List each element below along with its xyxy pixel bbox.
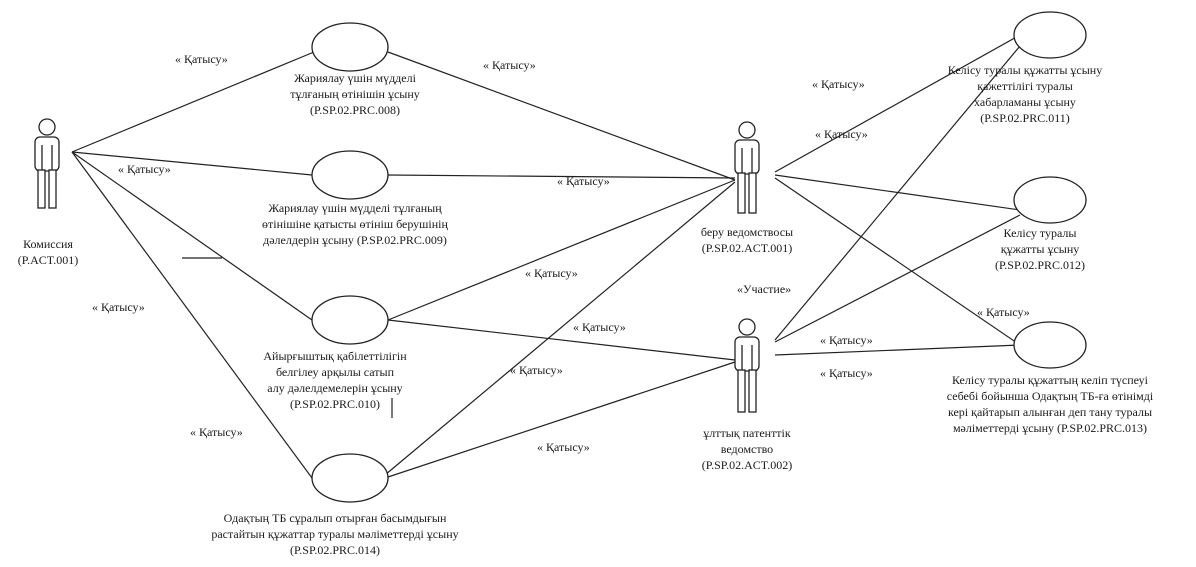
use-case-prc012-label: Келісу туралы құжатты ұсыну (P.SP.02.PRC… (975, 225, 1105, 273)
use-case-prc014-ellipse (311, 453, 389, 503)
assoc-national-prc011 (774, 39, 1026, 341)
assoc-commission-prc010 (71, 151, 313, 321)
prc008-code: (P.SP.02.PRC.008) (309, 103, 401, 117)
relation-label: « Қатысу» (812, 77, 865, 91)
actor-issuing-agency-name: беру ведомствосы (700, 225, 794, 239)
prc009-line1: Жариялау үшін мүдделі тұлғаның (268, 201, 442, 215)
assoc-issuing-prc013 (774, 177, 1021, 346)
use-case-prc010-ellipse (311, 295, 389, 345)
prc010-line3: алу дәлелдемелерін ұсыну (267, 381, 403, 395)
prc011-code: (P.SP.02.PRC.011) (980, 111, 1070, 125)
use-case-prc011-label: Келісу туралы құжатты ұсыну қажеттілігі … (930, 62, 1120, 126)
assoc-national-prc013 (774, 344, 1021, 356)
actor-issuing-agency-label: беру ведомствосы (P.SP.02.ACT.001) (688, 224, 806, 256)
prc012-code: (P.SP.02.PRC.012) (994, 258, 1086, 272)
relation-label: « Қатысу» (557, 174, 610, 188)
prc013-line4: мәліметтерді ұсыну (P.SP.02.PRC.013) (952, 421, 1148, 435)
prc011-line3: хабарламаны ұсыну (974, 95, 1076, 109)
actor-national-agency-name2: ведомство (720, 442, 774, 456)
actor-commission-name: Комиссия (23, 237, 73, 251)
use-case-prc013-label: Келісу туралы құжаттың келіп түспеуі себ… (915, 372, 1185, 436)
relation-label: « Қатысу» (573, 320, 626, 334)
relation-label: « Қатысу» (815, 127, 868, 141)
relation-label: « Қатысу» (118, 162, 171, 176)
relation-label: « Қатысу» (820, 366, 873, 380)
assoc-prc014-issuing (384, 181, 736, 476)
prc011-line2: қажеттілігі туралы (977, 79, 1073, 93)
assoc-commission-prc014 (71, 151, 313, 479)
prc013-line3: кері қайтарып алынған деп тану туралы (947, 405, 1153, 419)
assoc-prc010-issuing (387, 179, 736, 321)
actor-national-agency-label: ұлттық патенттік ведомство (P.SP.02.ACT.… (686, 425, 808, 473)
actor-issuing-agency-figure (734, 121, 760, 214)
assoc-commission-prc009 (71, 151, 313, 176)
actor-commission-figure (34, 118, 60, 209)
actor-issuing-agency-code: (P.SP.02.ACT.001) (701, 241, 793, 255)
relation-label: « Қатысу» (92, 300, 145, 314)
prc014-line2: растайтын құжаттар туралы мәліметтерді ұ… (211, 527, 459, 541)
assoc-commission-prc008 (71, 51, 315, 153)
use-case-prc014-label: Одақтың ТБ сұралып отырған басымдығын ра… (160, 510, 510, 558)
relation-label: « Қатысу» (820, 333, 873, 347)
assoc-prc008-issuing (387, 51, 736, 181)
prc014-code: (P.SP.02.PRC.014) (289, 543, 381, 557)
actor-national-agency-code: (P.SP.02.ACT.002) (701, 458, 793, 472)
assoc-prc014-national (384, 361, 736, 479)
participation-label: «Участие» (737, 282, 792, 296)
relation-label: « Қатысу» (510, 363, 563, 377)
prc012-line2: құжатты ұсыну (1000, 242, 1080, 256)
use-case-prc013-ellipse (1013, 321, 1087, 369)
prc008-line1: Жариялау үшін мүдделі (294, 71, 416, 85)
relation-label: « Қатысу» (190, 425, 243, 439)
prc009-line2: өтінішіне қатысты өтініш берушінің (262, 217, 448, 231)
use-case-prc009-ellipse (311, 150, 389, 200)
assoc-national-prc012 (774, 214, 1021, 343)
assoc-prc010-national (387, 319, 736, 361)
assoc-issuing-prc011 (774, 34, 1021, 173)
prc012-line1: Келісу туралы (1003, 226, 1077, 240)
assoc-prc009-issuing (387, 174, 736, 179)
prc008-line2: тұлғаның өтінішін ұсыну (290, 87, 420, 101)
use-case-prc009-label: Жариялау үшін мүдделі тұлғаның өтінішіне… (225, 200, 485, 248)
actor-commission-label: Комиссия (P.ACT.001) (10, 236, 86, 268)
relation-label: « Қатысу» (537, 440, 590, 454)
actor-national-agency-figure (734, 318, 760, 413)
relation-label: « Қатысу» (483, 58, 536, 72)
actor-commission-code: (P.ACT.001) (17, 253, 79, 267)
relation-label: « Қатысу» (525, 266, 578, 280)
relation-label: « Қатысу» (977, 305, 1030, 319)
prc013-line1: Келісу туралы құжаттың келіп түспеуі (952, 373, 1148, 387)
prc011-line1: Келісу туралы құжатты ұсыну (947, 63, 1103, 77)
prc013-line2: себебі бойынша Одақтың ТБ-ға өтінімді (946, 389, 1154, 403)
prc010-line1: Айырғыштық қабілеттілігін (263, 349, 407, 363)
use-case-prc008-ellipse (311, 22, 389, 72)
use-case-prc012-ellipse (1013, 176, 1087, 224)
prc010-code: (P.SP.02.PRC.010) (289, 397, 381, 411)
use-case-prc010-label: Айырғыштық қабілеттілігін белгілеу арқыл… (250, 348, 420, 412)
prc009-line3: дәлелдерін ұсыну (P.SP.02.PRC.009) (263, 233, 447, 247)
prc010-line2: белгілеу арқылы сатып (275, 365, 395, 379)
use-case-prc011-ellipse (1013, 11, 1087, 59)
use-case-prc008-label: Жариялау үшін мүдделі тұлғаның өтінішін … (270, 70, 440, 118)
relation-label: « Қатысу» (175, 52, 228, 66)
prc014-line1: Одақтың ТБ сұралып отырған басымдығын (223, 511, 447, 525)
actor-national-agency-name: ұлттық патенттік (703, 426, 791, 440)
